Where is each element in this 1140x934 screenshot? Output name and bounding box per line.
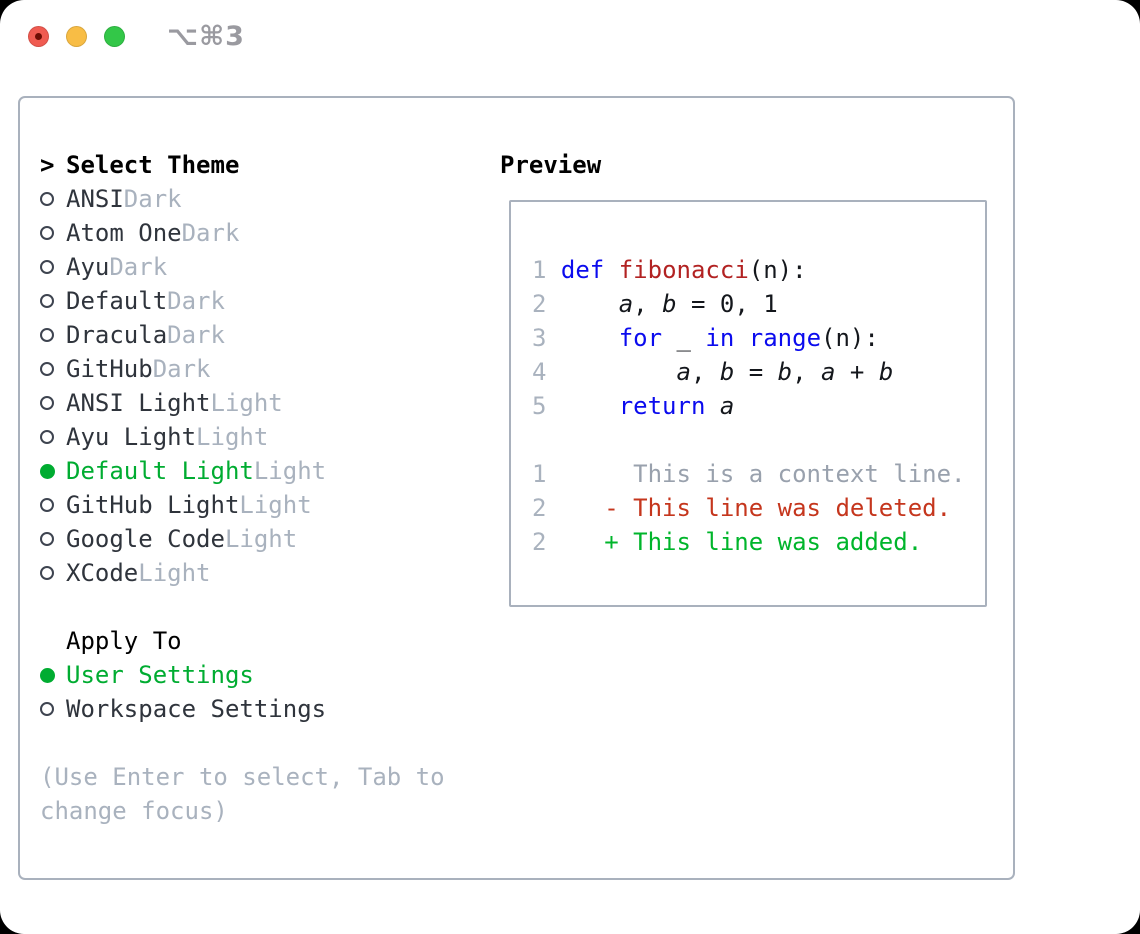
theme-variant: Dark (152, 355, 211, 383)
theme-name: Ayu Light (66, 423, 197, 451)
theme-variant: Light (196, 423, 269, 451)
radio-icon (40, 328, 54, 342)
line-number: 1 (532, 460, 547, 488)
line-number: 5 (532, 392, 547, 420)
code-line (532, 423, 969, 457)
minimize-button[interactable] (66, 26, 87, 47)
preview-box: 1 def fibonacci(n): 2 a, b = 0, 1 3 for _ … (509, 200, 987, 607)
radio-icon (40, 362, 54, 376)
theme-variant: Light (224, 525, 298, 553)
theme-option-xcode-light[interactable]: XCode Light (40, 556, 486, 590)
theme-option-github-light-light[interactable]: GitHub Light Light (40, 488, 486, 522)
theme-variant: Dark (167, 287, 225, 315)
radio-icon (40, 294, 54, 308)
theme-variant: Light (253, 457, 327, 485)
theme-variant: Light (138, 559, 211, 587)
code-preview: 1 def fibonacci(n): 2 a, b = 0, 1 3 for _ … (511, 202, 985, 559)
theme-option-ayu-light-light[interactable]: Ayu Light Light (40, 420, 486, 454)
theme-variant: Dark (109, 253, 168, 281)
apply-to-title: Apply To (66, 627, 182, 655)
prompt-caret-icon: > (40, 151, 55, 179)
radio-icon (40, 430, 54, 444)
spacer (40, 590, 486, 624)
line-number: 1 (532, 256, 547, 284)
close-dot-icon (35, 33, 42, 40)
theme-name: Ayu (66, 253, 110, 281)
theme-name: Atom One (66, 219, 182, 247)
theme-name: Default (66, 287, 168, 315)
code-line: 2 a, b = 0, 1 (532, 290, 778, 318)
theme-name: ANSI Light (66, 389, 211, 417)
code-line: 2 + This line was added. (532, 528, 923, 556)
theme-name: Default Light (66, 457, 254, 485)
titlebar: ⌥⌘3 (0, 0, 1140, 74)
radio-icon (40, 396, 54, 410)
theme-variant: Dark (123, 185, 182, 213)
apply-option-user-settings[interactable]: User Settings (40, 658, 486, 692)
line-number: 2 (532, 290, 547, 318)
apply-option-label: User Settings (66, 661, 254, 689)
code-line: 5 return a (532, 392, 735, 420)
theme-option-default-light-light[interactable]: Default Light Light (40, 454, 486, 488)
zoom-button[interactable] (104, 26, 125, 47)
hint-text: (Use Enter to select, Tab to change focu… (40, 763, 445, 825)
line-number: 2 (532, 494, 547, 522)
radio-icon (40, 226, 54, 240)
code-line: 1 This is a context line. (532, 460, 966, 488)
apply-option-workspace-settings[interactable]: Workspace Settings (40, 692, 486, 726)
code-line: 3 for _ in range(n): (532, 324, 879, 352)
theme-name: XCode (66, 559, 139, 587)
theme-option-atom-one-dark[interactable]: Atom One Dark (40, 216, 486, 250)
spacer (40, 726, 486, 760)
code-line: 1 def fibonacci(n): (532, 256, 807, 284)
theme-variant: Light (210, 389, 283, 417)
theme-name: Dracula (66, 321, 168, 349)
select-theme-title: Select Theme (66, 151, 240, 179)
theme-variant: Dark (181, 219, 240, 247)
window-title: ⌥⌘3 (167, 21, 245, 52)
radio-icon (40, 702, 54, 716)
theme-variant: Light (239, 491, 312, 519)
apply-to-header: Apply To (40, 624, 486, 658)
theme-option-ansi-dark[interactable]: ANSI Dark (40, 182, 486, 216)
theme-option-github-dark[interactable]: GitHub Dark (40, 352, 486, 386)
theme-option-ansi-light-light[interactable]: ANSI Light Light (40, 386, 486, 420)
preview-title: Preview (500, 151, 602, 179)
theme-option-google-code-light[interactable]: Google Code Light (40, 522, 486, 556)
radio-icon (40, 192, 54, 206)
theme-name: ANSI (66, 185, 124, 213)
radio-icon (40, 498, 54, 512)
apply-option-label: Workspace Settings (66, 695, 327, 723)
code-line: 2 - This line was deleted. (532, 494, 952, 522)
theme-option-ayu-dark[interactable]: Ayu Dark (40, 250, 486, 284)
traffic-lights (28, 26, 125, 47)
radio-selected-icon (40, 463, 55, 479)
radio-icon (40, 532, 54, 546)
theme-name: Google Code (66, 525, 225, 553)
theme-variant: Dark (167, 321, 225, 349)
close-button[interactable] (28, 26, 49, 47)
code-line: 4 a, b = b, a + b (532, 358, 894, 386)
line-number: 4 (532, 358, 547, 386)
radio-selected-icon (40, 667, 55, 683)
radio-icon (40, 566, 54, 580)
theme-name: GitHub (66, 355, 153, 383)
radio-icon (40, 260, 54, 274)
line-number: 2 (532, 528, 547, 556)
theme-option-default-dark[interactable]: Default Dark (40, 284, 486, 318)
select-theme-header: > Select Theme (40, 148, 486, 182)
preview-column: Preview 1 def fibonacci(n): 2 a, b = 0, 1… (500, 148, 1000, 607)
line-number: 3 (532, 324, 547, 352)
theme-option-dracula-dark[interactable]: Dracula Dark (40, 318, 486, 352)
theme-name: GitHub Light (66, 491, 240, 519)
